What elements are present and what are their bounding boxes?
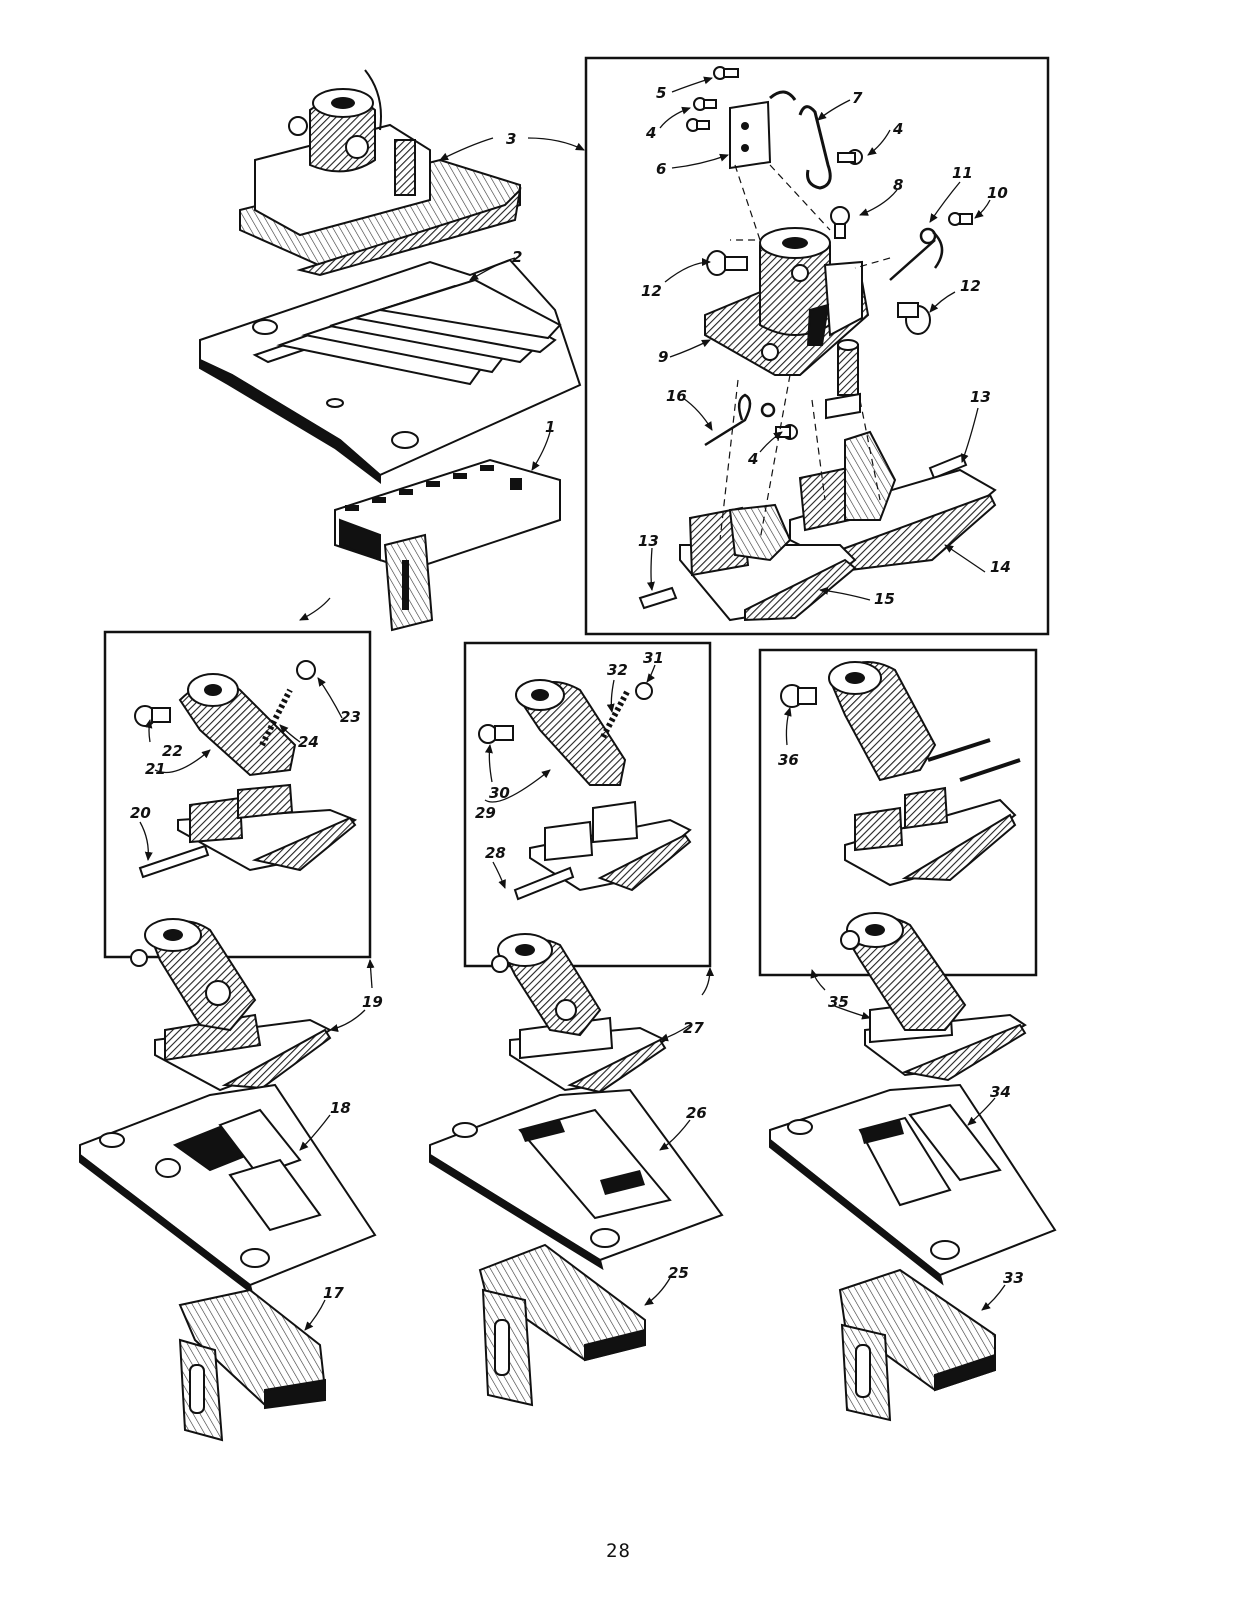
screws-top-right (686, 66, 973, 440)
callout-13a: 13 (970, 388, 991, 406)
assembled-foot-27 (491, 933, 667, 1094)
spring-7 (769, 90, 832, 190)
presser-foot-3 (239, 69, 522, 277)
throat-plate-26 (429, 1088, 724, 1271)
callout-34: 34 (990, 1083, 1011, 1101)
callout-18: 18 (330, 1099, 351, 1117)
callout-15: 15 (874, 590, 895, 608)
callout-13b: 13 (638, 532, 659, 550)
feed-dog-33 (838, 1268, 996, 1422)
foot-15 (679, 503, 857, 622)
callout-30: 30 (489, 784, 510, 802)
callout-11: 11 (952, 164, 973, 182)
callout-28: 28 (485, 844, 506, 862)
callout-numbers: 1 2 3 4 4 4 5 6 7 8 9 10 11 12 12 13 13 … (130, 84, 1024, 1302)
assembled-foot-35 (840, 912, 1027, 1082)
page-number: 28 (606, 1540, 631, 1562)
throat-plate-18 (79, 1083, 377, 1296)
callout-10: 10 (987, 184, 1008, 202)
presser-foot-parts-19 (134, 660, 358, 879)
callout-12b: 12 (960, 277, 981, 295)
needle-guide-post (825, 339, 861, 420)
callout-23: 23 (340, 708, 361, 726)
callout-33: 33 (1003, 1269, 1024, 1287)
throat-plate-2 (199, 258, 582, 485)
presser-foot-parts-35 (780, 661, 1021, 887)
callout-leaders (139, 76, 1006, 1331)
callout-20: 20 (130, 804, 151, 822)
foot-bar-assembly-9 (704, 227, 870, 376)
detail-frame-foot-27 (463, 641, 712, 968)
callout-27: 27 (683, 1019, 704, 1037)
callout-19: 19 (362, 993, 383, 1011)
callout-6: 6 (656, 160, 666, 178)
callout-3: 3 (506, 130, 516, 148)
feed-dog-1 (334, 458, 561, 632)
callout-9: 9 (658, 348, 668, 366)
feed-dog-17 (178, 1288, 327, 1442)
presser-foot-parts-27 (478, 679, 692, 901)
callout-29: 29 (475, 804, 496, 822)
hinge-pins-13 (638, 453, 968, 610)
callout-36: 36 (778, 751, 799, 769)
callout-25: 25 (668, 1264, 689, 1282)
callout-21: 21 (145, 760, 166, 778)
spring-11 (889, 227, 944, 281)
callout-12a: 12 (641, 282, 662, 300)
callout-32: 32 (607, 661, 628, 679)
detail-frame-presser-foot-assembly (584, 56, 1050, 636)
callout-16: 16 (666, 387, 687, 405)
foot-14 (789, 430, 997, 572)
callout-1: 1 (545, 418, 555, 436)
feed-dog-25 (478, 1243, 646, 1407)
callout-26: 26 (686, 1104, 707, 1122)
callout-4b: 4 (892, 120, 903, 138)
callout-22: 22 (162, 742, 183, 760)
callout-24: 24 (298, 733, 319, 751)
callout-5: 5 (656, 84, 666, 102)
detail-frame-foot-19 (103, 630, 372, 959)
callout-2: 2 (512, 248, 522, 266)
callout-7: 7 (852, 89, 863, 107)
callout-17: 17 (323, 1284, 344, 1302)
callout-4c: 4 (747, 450, 758, 468)
callout-4a: 4 (645, 124, 656, 142)
callout-35: 35 (828, 993, 849, 1011)
hinge-block-6 (729, 100, 772, 170)
assembly-dashed-guides (719, 164, 891, 541)
spring-16 (704, 393, 776, 447)
callout-31: 31 (643, 649, 664, 667)
callout-14: 14 (990, 558, 1011, 576)
throat-plate-34 (769, 1083, 1057, 1286)
assembled-foot-19 (130, 918, 333, 1092)
callout-8: 8 (893, 176, 903, 194)
